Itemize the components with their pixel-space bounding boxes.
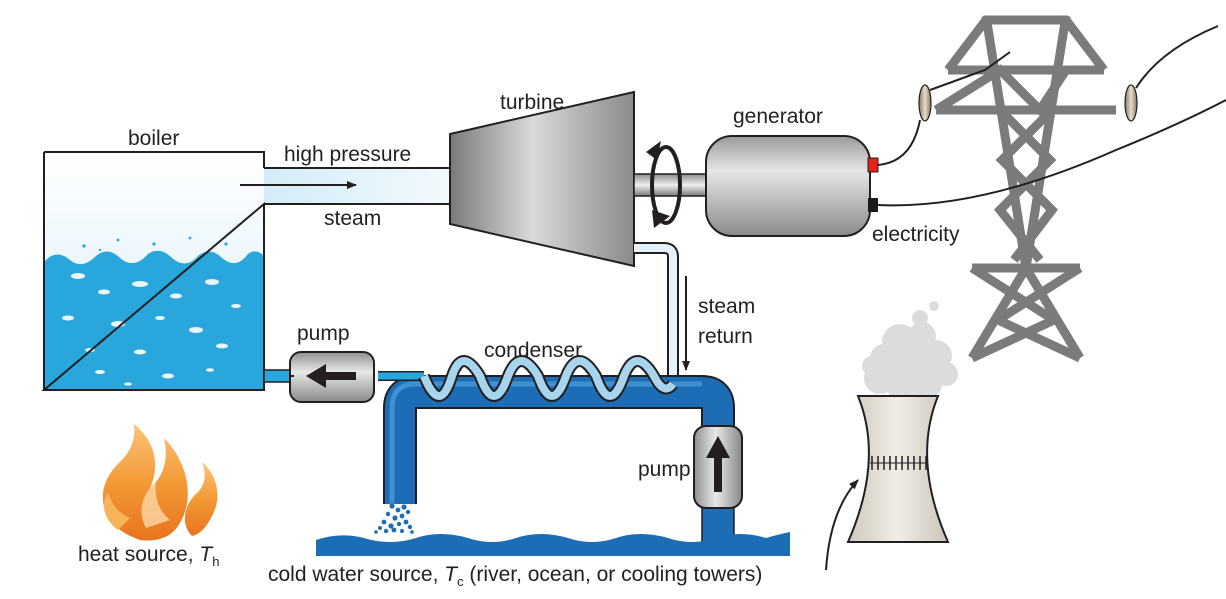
cooling-tower-icon [846,301,958,543]
arrow-left-icon [306,364,356,388]
heat-source-symbol: T [199,543,213,566]
transmission-tower-icon [933,15,1116,363]
cold-source-subscript: c [457,574,464,589]
heat-source-text: heat source, [78,543,200,566]
cold-source-symbol: T [444,563,458,586]
power-lines [877,25,1226,207]
terminal-negative [868,198,878,212]
condenser-coil [378,355,678,402]
water-spill [374,503,414,534]
turbine-shaft [633,141,711,228]
flame-icon [102,424,218,541]
turbine [449,90,635,268]
pump-right-label: pump [638,458,691,481]
pump-right [693,425,743,509]
boiler-water [44,250,264,390]
terminal-positive [867,157,879,173]
cold-water-source-label: cold water source, Tc (river, ocean, or … [268,563,763,588]
rotation-arrow-icon [646,141,661,160]
heat-source-subscript: h [212,554,220,569]
steam-return-label-line1: steam [698,295,756,318]
steam-return-pipe [634,242,690,384]
steam-label: steam [324,207,382,230]
arrow-up-icon [706,436,730,492]
cooling-tower-pointer [825,479,859,571]
steam-return-label-line2: return [698,325,753,348]
insulators [918,84,1138,122]
heat-source-label: heat source, Th [78,543,219,568]
generator [705,135,879,237]
condenser-label: condenser [484,339,583,362]
pump-left-label: pump [297,322,350,345]
cold-source-suffix: (river, ocean, or cooling towers) [463,563,763,586]
turbine-label: turbine [500,91,565,114]
boiler [41,151,456,391]
cold-source-text: cold water source, [268,563,445,586]
generator-label: generator [733,105,823,128]
pump-left [289,351,375,403]
boiler-label: boiler [128,127,180,150]
high-pressure-label: high pressure [284,143,412,166]
electricity-label: electricity [872,223,960,246]
cold-water-body [316,532,790,556]
